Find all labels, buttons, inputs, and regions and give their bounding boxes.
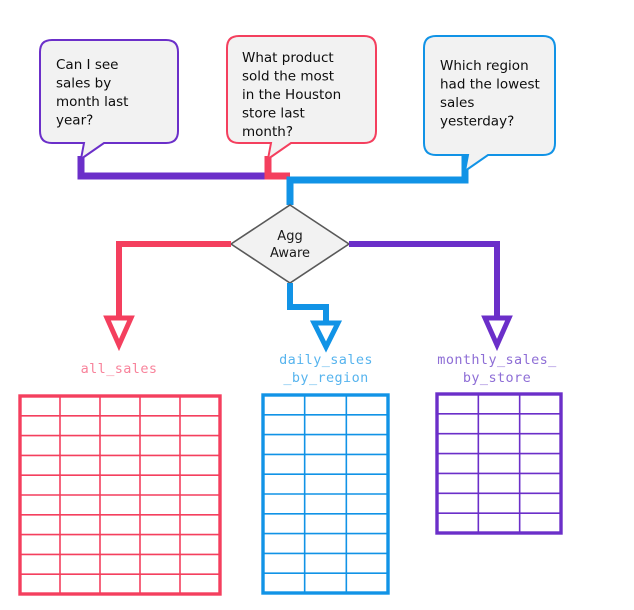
decision-label-line-1: Agg [277,229,302,244]
bubble-3-line-4: yesterday? [440,114,514,130]
table-label-monthly-line-1: monthly_sales_ [437,352,557,368]
speech-bubble-question-region-lowest[interactable]: Which region had the lowest sales yester… [423,35,556,174]
bubble-3-line-1: Which region [440,58,529,74]
table-label-daily-sales-by-region: daily_sales _by_region [279,352,373,386]
edge-decision-to-daily-sales [287,283,343,353]
speech-bubble-question-month-sales[interactable]: Can I see sales by month last year? [39,39,179,162]
table-label-all-sales-line-1: all_sales [81,361,158,377]
decision-node-agg-aware[interactable]: Agg Aware [229,204,351,284]
bubble-2-line-3: in the Houston [242,87,341,103]
table-label-all-sales: all_sales [81,361,158,377]
decision-label-line-2: Aware [270,246,310,261]
table-outer-border [261,393,390,595]
bubble-2-line-4: store last [242,106,305,122]
edge-question-2-to-decision [264,156,290,180]
bubble-2-line-2: sold the most [242,69,334,85]
table-label-monthly-sales-by-store: monthly_sales_ by_store [437,352,557,386]
table-label-daily-line-1: daily_sales [279,352,373,368]
table-label-daily-line-2: _by_region [283,370,368,386]
bubble-1-line-3: month last [56,94,128,110]
bubble-1-line-4: year? [56,113,93,129]
bubble-2-line-1: What product [242,50,334,66]
bubble-3-line-2: had the lowest [440,77,540,93]
table-label-monthly-line-2: by_store [463,370,531,386]
edge-question-1-to-decision [77,156,290,180]
table-grid-daily-sales-by-region[interactable] [261,393,390,595]
speech-bubble-question-houston-product[interactable]: What product sold the most in the Housto… [226,35,377,162]
table-outer-border [18,394,222,596]
bubble-1-line-2: sales by [56,76,111,92]
bubble-3-line-3: sales [440,95,474,111]
edge-decision-to-all-sales [103,241,231,352]
bubble-1-line-1: Can I see [56,57,118,73]
table-grid-monthly-sales-by-store[interactable] [435,392,563,535]
edge-decision-to-monthly-sales [349,241,513,352]
edge-question-3-to-decision [286,156,469,205]
table-grid-all-sales[interactable] [18,394,222,596]
bubble-2-line-5: month? [242,124,293,140]
table-outer-border [435,392,563,535]
